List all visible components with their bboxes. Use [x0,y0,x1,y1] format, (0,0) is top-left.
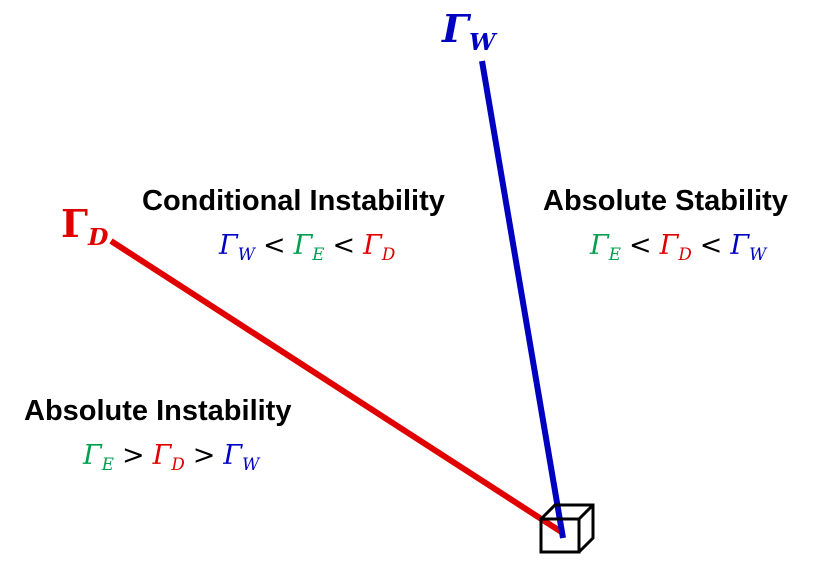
absolute-stability-title: Absolute Stability [543,185,788,217]
formula-variable: ΓE [293,230,325,264]
formula-variable: ΓE [83,440,114,474]
formula-operator: < [628,230,652,261]
conditional-instability-formula: ΓW<ΓE<ΓD [219,232,395,263]
formula-operator: > [121,440,145,471]
gamma-d-line [109,238,565,536]
gamma-w-label: ΓW [442,6,496,57]
formula-variable: ΓD [152,440,185,474]
formula-operator: < [332,230,356,261]
formula-variable: ΓW [730,230,767,264]
formula-operator: > [192,440,216,471]
formula-operator: < [699,230,723,261]
formula-variable: ΓW [223,440,260,474]
absolute-instability-title: Absolute Instability [24,395,292,427]
formula-variable: ΓD [363,230,396,264]
formula-variable: ΓD [659,230,692,264]
formula-variable: ΓE [590,230,621,264]
formula-variable: ΓW [219,230,255,264]
absolute-instability-formula: ΓE>ΓD>ΓW [83,442,259,473]
cube-icon [539,503,595,554]
gamma-d-label: ΓD [61,201,109,252]
conditional-instability-title: Conditional Instability [142,185,445,217]
gamma-w-line [479,60,566,539]
formula-operator: < [262,230,286,261]
absolute-stability-formula: ΓE<ΓD<ΓW [590,232,766,263]
